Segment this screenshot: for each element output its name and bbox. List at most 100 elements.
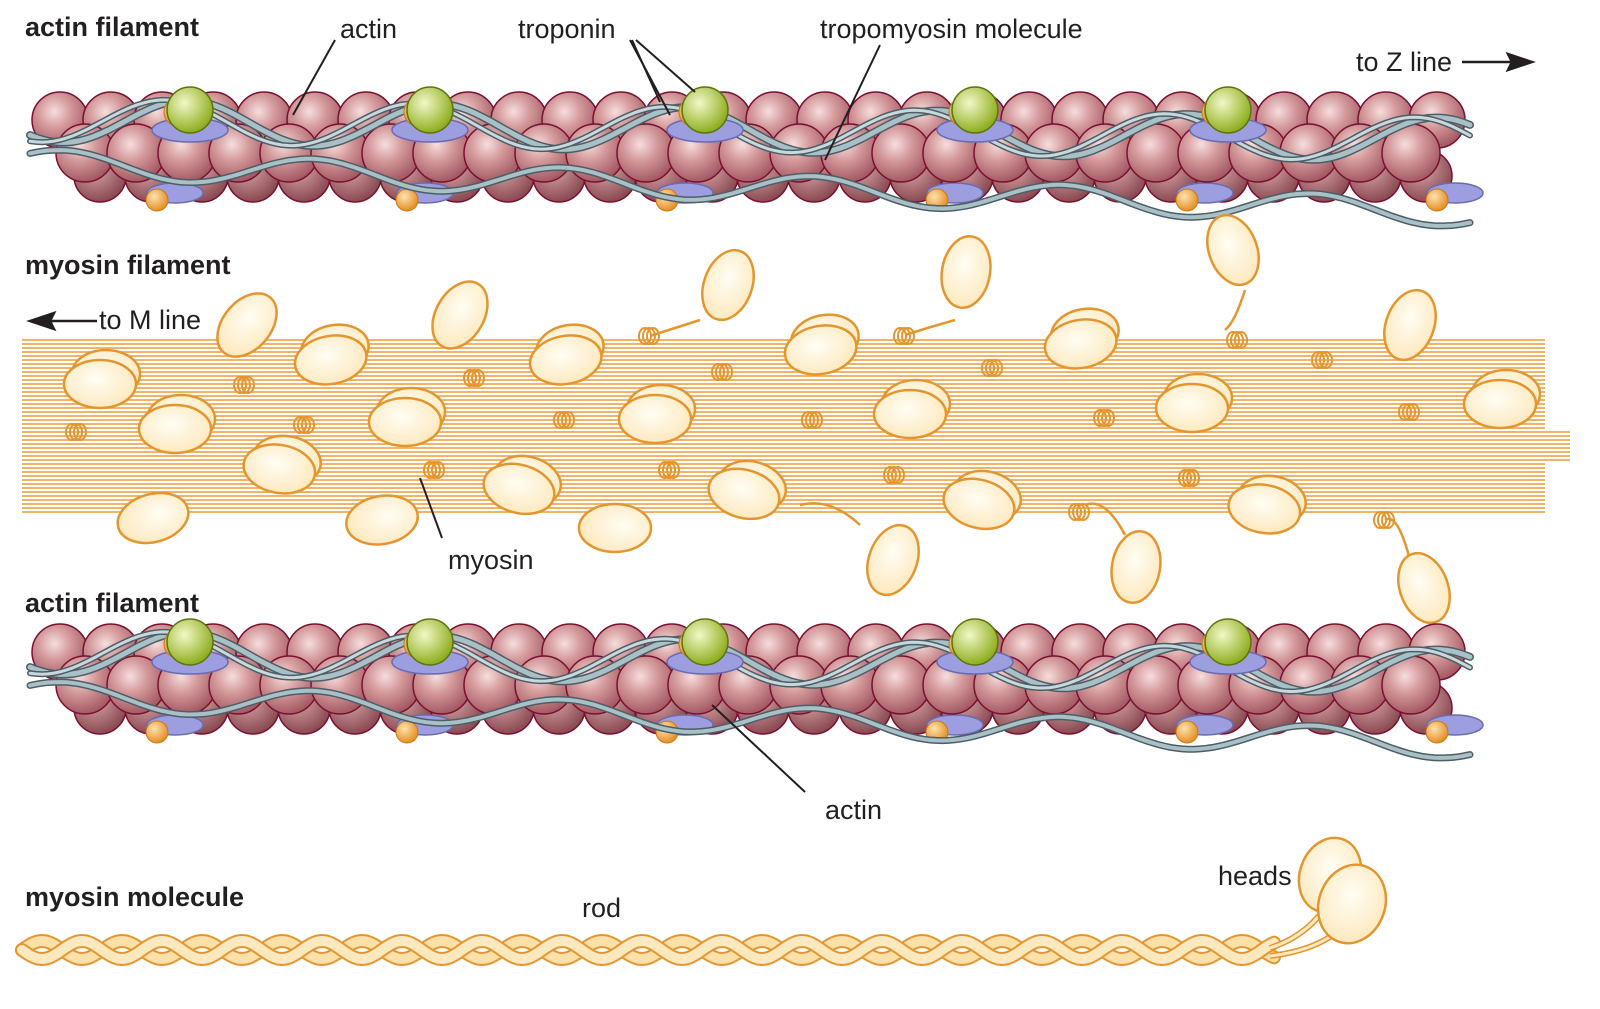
myosin-head-lobe (1462, 378, 1538, 430)
coil-loop (1226, 331, 1240, 349)
tropomyosin-strand (28, 680, 1472, 760)
tropomyosin-leader (824, 44, 881, 161)
myosin-head-lobe (701, 248, 755, 322)
myosin-head (116, 491, 190, 545)
myosin-neck-coil (1178, 469, 1200, 487)
actin-monomer (616, 123, 676, 183)
coil-loop (1186, 469, 1200, 487)
leader-lines (292, 39, 881, 793)
rod-label: rod (582, 893, 622, 923)
coil-loop (1068, 503, 1082, 521)
coil-loop (891, 466, 905, 484)
coil-loop (561, 411, 575, 429)
troponin-i-subunit (1175, 720, 1199, 744)
myosin-neck-coil (711, 363, 733, 381)
coil-loop (642, 327, 656, 345)
myosin-head-lobe (137, 403, 213, 455)
myosin-head-lobe (431, 280, 489, 350)
coil-loop (1234, 331, 1248, 349)
coil-loop (985, 359, 999, 377)
to-z-line-label: to Z line (1356, 47, 1453, 77)
coil-loop (471, 369, 485, 387)
myosin-neck-coil (1093, 409, 1115, 427)
myosin-head (942, 469, 1023, 531)
coil-loop (805, 411, 819, 429)
myosin-head-lobe (1110, 530, 1162, 604)
myosin-head (482, 454, 563, 516)
myosin-neck-coil (1311, 351, 1333, 369)
coil-loop (301, 416, 315, 434)
coil-loop (237, 376, 251, 394)
troponin-c-subunit (1204, 86, 1252, 134)
myosin-filament-graphic (22, 213, 1570, 625)
actin-leader-top (292, 39, 336, 116)
myosin-head-lobe (482, 462, 556, 516)
myosin-head (1227, 474, 1307, 535)
arrows (26, 51, 1536, 332)
myosin-head-lobe (942, 477, 1016, 531)
actin-leader-bottom (711, 704, 806, 793)
myosin-head (1043, 307, 1120, 370)
coil-loop (883, 466, 897, 484)
myosin-head (62, 348, 142, 410)
myosin-head (1397, 551, 1451, 625)
coil-loop (69, 423, 83, 441)
myosin-neck-coil (1068, 503, 1090, 521)
coil-loop (809, 411, 823, 429)
coil-loop (1101, 409, 1115, 427)
troponin-c-subunit (1204, 618, 1252, 666)
coil-loop (427, 461, 441, 479)
troponin-i-subunit (145, 720, 169, 744)
myosin-head (707, 459, 788, 521)
coil-loop (1398, 403, 1412, 421)
troponin-i-subunit (1175, 188, 1199, 212)
myosin-head (940, 235, 992, 309)
myosin-head-lobe (940, 235, 992, 309)
coil-loop (557, 411, 571, 429)
myosin-leader (419, 477, 443, 539)
coil-loop (715, 363, 729, 381)
myosin-label: myosin (448, 545, 534, 575)
coil-loop (423, 461, 437, 479)
coil-loop (711, 363, 725, 381)
myosin-neck-coil (1226, 331, 1248, 349)
myosin-head-lobe (1316, 863, 1388, 945)
coil-loop (893, 327, 907, 345)
myosin-neck-coil (463, 369, 485, 387)
myosin-head-lobe (116, 491, 190, 545)
myosin-head (216, 292, 278, 358)
coil-loop (887, 466, 901, 484)
heads-label: heads (1218, 861, 1292, 891)
coil-loop (293, 416, 307, 434)
troponin-label: troponin (518, 14, 616, 44)
myosin-head (1206, 213, 1260, 287)
coil-loop (233, 376, 247, 394)
myosin-neck-coil (883, 466, 905, 484)
myosin-head-lobe (783, 324, 858, 376)
coil-loop (801, 411, 815, 429)
coil-loop (463, 369, 477, 387)
myosin-neck-coil (293, 416, 315, 434)
coil-loop (662, 461, 676, 479)
myosin-head-lobe (707, 467, 781, 521)
coil-loop (989, 359, 1003, 377)
actin-label-bottom: actin (825, 795, 883, 825)
actin-filament-title-top: actin filament (25, 12, 200, 42)
myosin-head (293, 323, 370, 386)
myosin-head-lobe (242, 443, 317, 495)
myosin-neck (799, 501, 861, 526)
myosin-neck (649, 318, 701, 338)
myosin-head-lobe (62, 358, 138, 410)
troponin-i-subunit (395, 188, 419, 212)
troponin-i-subunit (145, 188, 169, 212)
myosin-head-lobe (1383, 288, 1437, 362)
coil-loop (297, 416, 311, 434)
coil-loop (897, 327, 911, 345)
coil-loop (658, 461, 672, 479)
troponin-c-subunit (951, 618, 999, 666)
myosin-head-lobe (866, 523, 920, 597)
myosin-head-lobe (1043, 318, 1118, 370)
tropomyosin-strand (28, 148, 1472, 228)
troponin-c-subunit (681, 86, 729, 134)
